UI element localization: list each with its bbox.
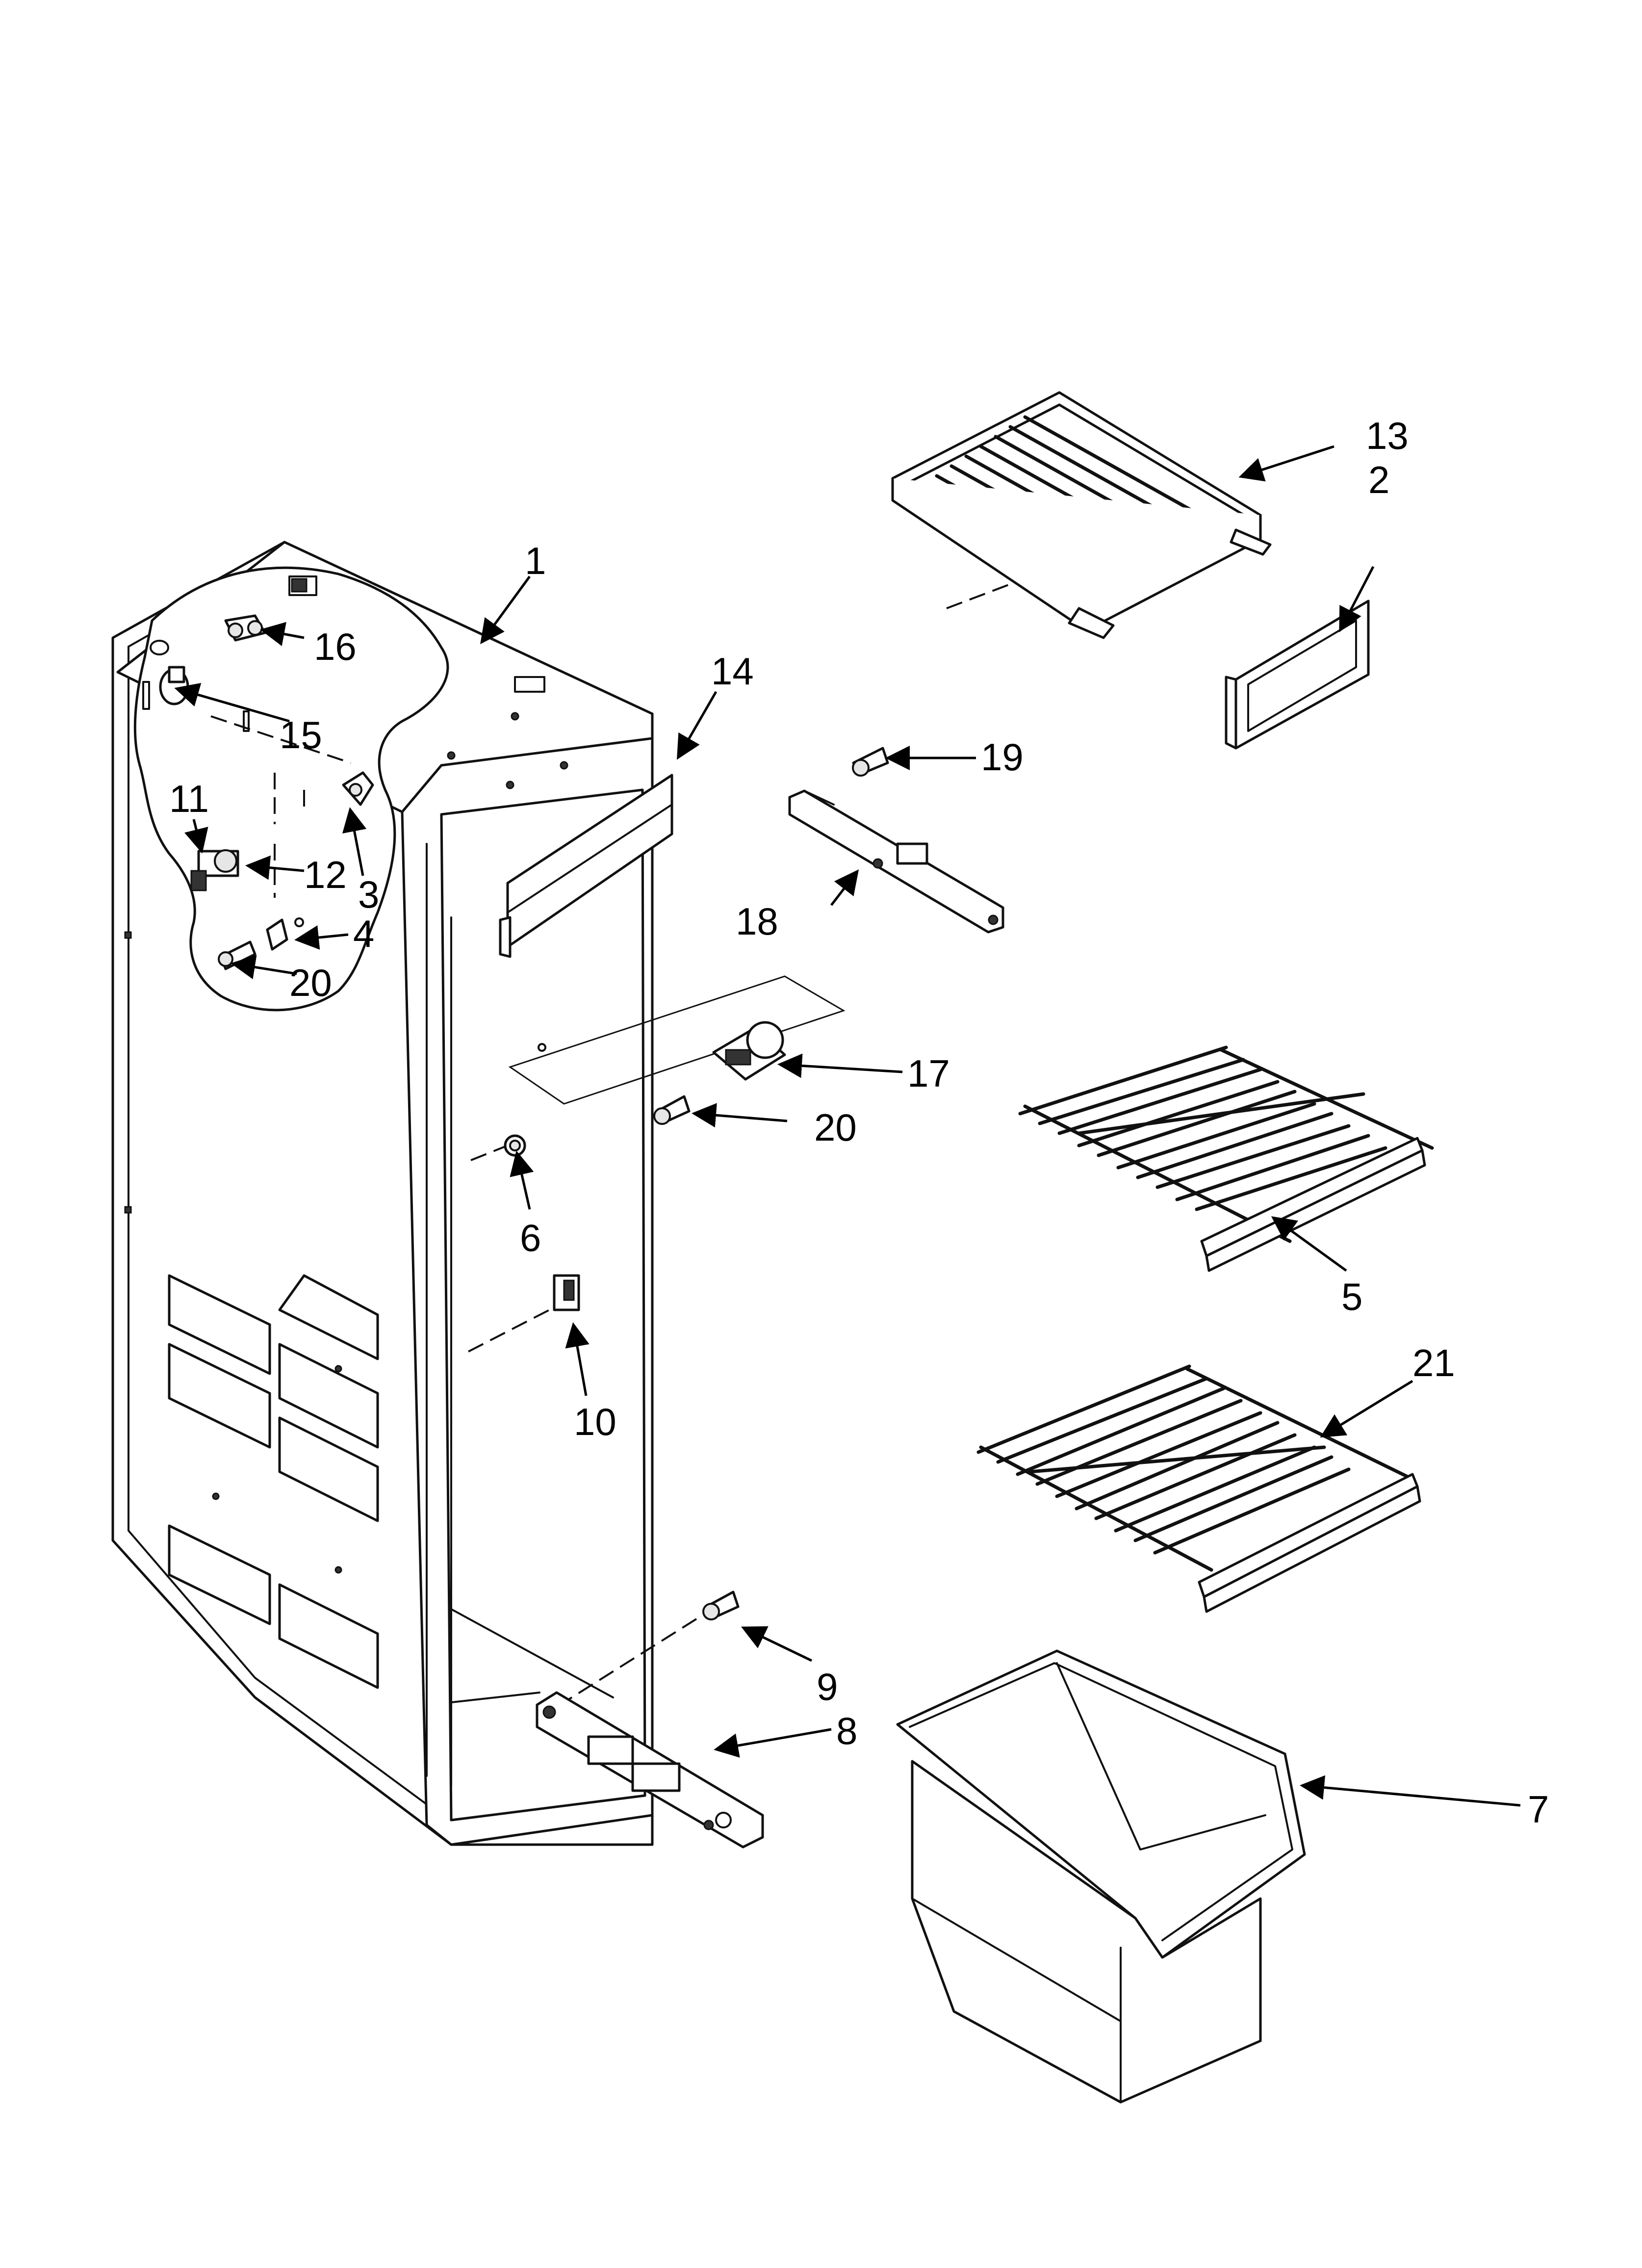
hinge-screw-part	[653, 1095, 691, 1125]
callout-19: 19	[981, 735, 1024, 779]
wire-shelf-upper-part	[1018, 1045, 1434, 1272]
shelf-screw-part	[852, 747, 889, 777]
wire-shelf-lower-part	[976, 1364, 1421, 1613]
callout-17: 17	[907, 1052, 950, 1095]
callout-12: 12	[304, 853, 347, 896]
lamp-cover-part	[342, 771, 374, 806]
bottom-cover-part	[536, 1691, 764, 1849]
callout-21: 21	[1412, 1341, 1455, 1384]
callout-14: 14	[711, 650, 754, 693]
switch-part	[468, 1274, 580, 1353]
callout-8: 8	[836, 1709, 857, 1752]
shelf-bracket-part	[788, 789, 1004, 934]
callout-10: 10	[574, 1400, 616, 1443]
callout-labels: 1 2 3 4 5 6 7 8 9 10 11 12 13 14 15 16 1…	[169, 414, 1549, 1831]
ice-bin-tray-part	[891, 391, 1272, 639]
leader-lines	[174, 445, 1521, 1807]
callout-13: 13	[1366, 414, 1409, 457]
callout-2: 2	[1368, 458, 1389, 501]
callout-20-lower: 20	[289, 961, 332, 1004]
callout-20-upper: 20	[814, 1106, 857, 1149]
callout-4: 4	[353, 912, 374, 955]
damper-control-part	[190, 849, 239, 891]
callout-3: 3	[358, 873, 379, 916]
callout-5: 5	[1341, 1275, 1362, 1318]
hinge-part	[712, 1021, 786, 1081]
air-duct-part	[499, 774, 673, 958]
callout-18: 18	[736, 900, 778, 943]
callout-11: 11	[169, 777, 209, 820]
light-bulb-part	[159, 666, 189, 705]
lamp-socket-part	[224, 614, 266, 642]
callout-6: 6	[520, 1216, 541, 1259]
tray-front-part	[1225, 600, 1370, 750]
storage-bin-part	[896, 1649, 1306, 2104]
freezer-liner	[111, 541, 1089, 1846]
callout-1: 1	[525, 539, 546, 582]
callout-15: 15	[280, 713, 322, 756]
callout-16: 16	[314, 625, 357, 668]
hinge-plate-outline	[508, 975, 846, 1105]
callout-9: 9	[817, 1665, 838, 1708]
cover-screw-part	[563, 1590, 740, 1703]
callout-7: 7	[1528, 1788, 1549, 1831]
